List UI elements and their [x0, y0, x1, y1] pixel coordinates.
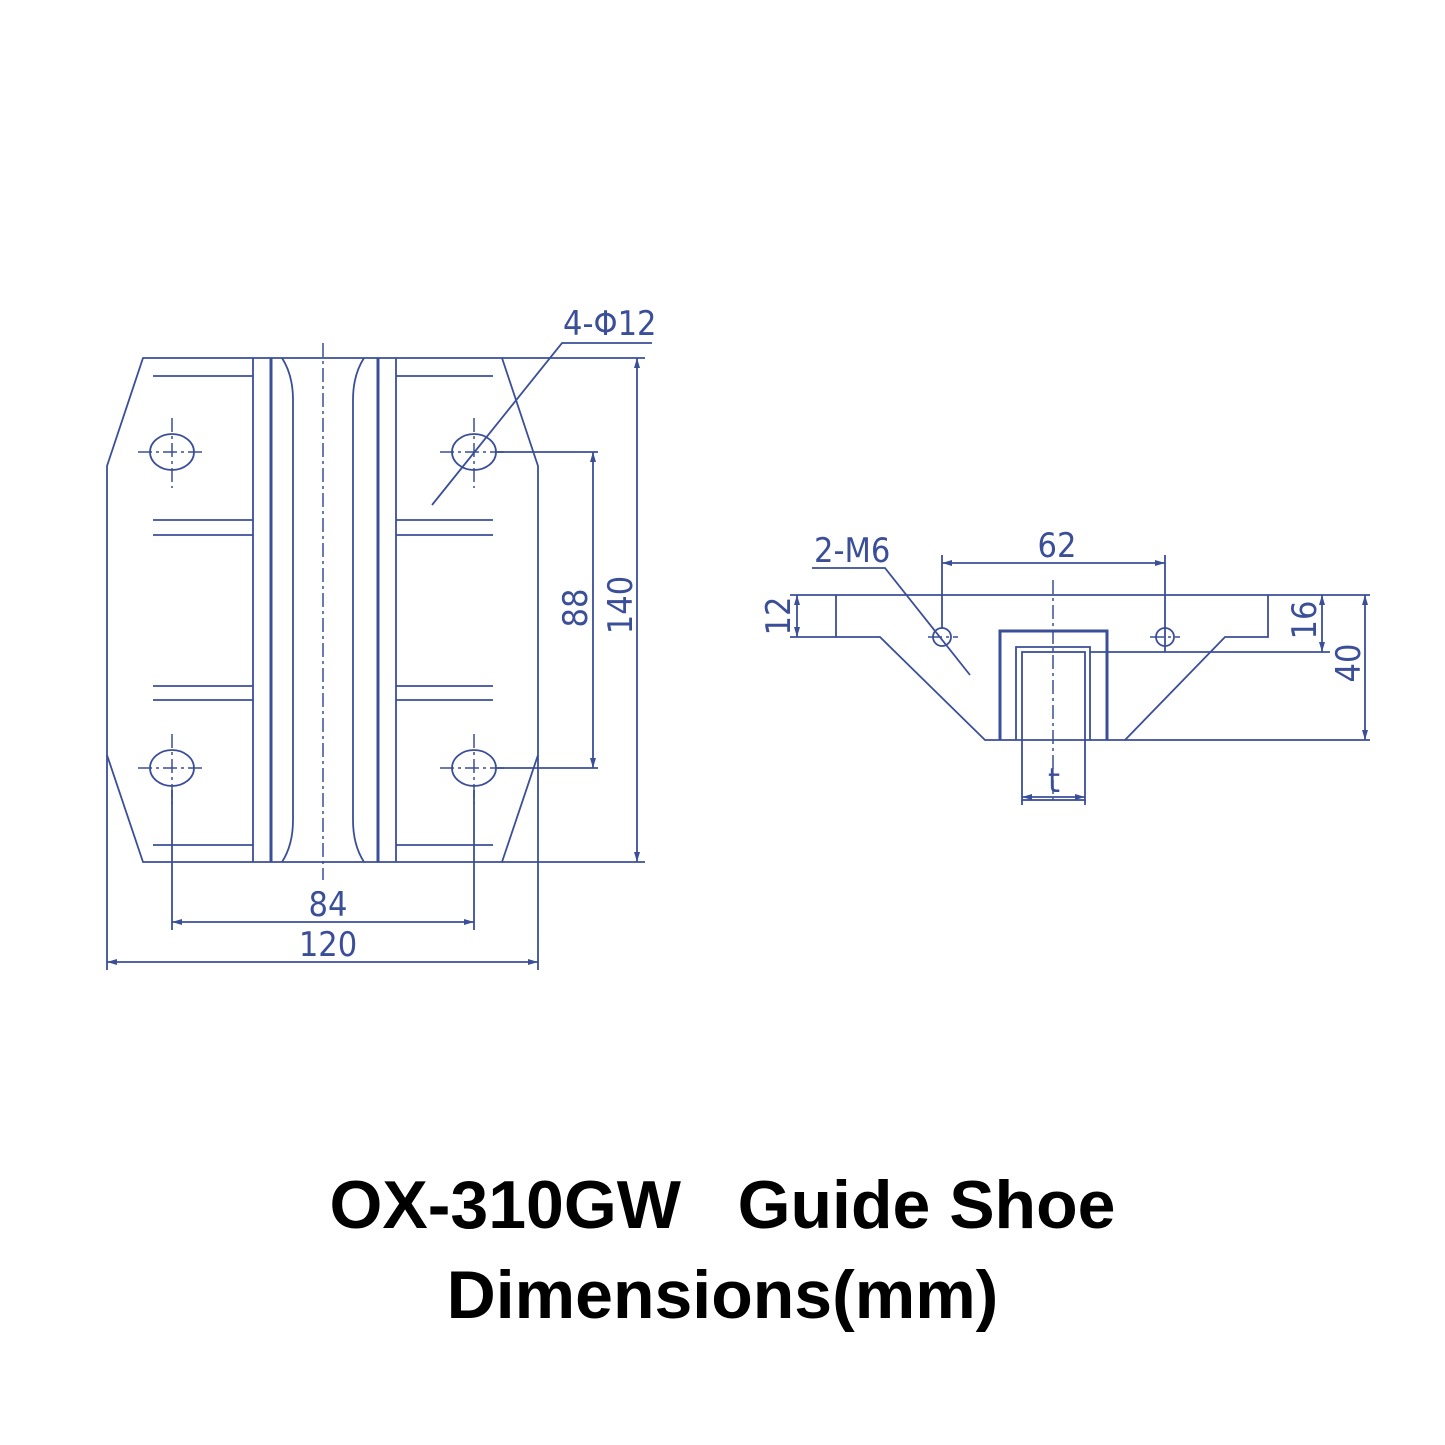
side-view: 2-M6 62 12 16 40 t — [759, 526, 1370, 805]
dim-84-label: 84 — [309, 885, 348, 925]
hole-callout-label: 4-Φ12 — [563, 304, 656, 344]
dim-62-label: 62 — [1038, 526, 1077, 566]
dim-40-label: 40 — [1329, 644, 1369, 683]
dim-12-label: 12 — [759, 597, 799, 636]
dim-88-label: 88 — [556, 589, 596, 628]
thread-hole-icon — [928, 627, 958, 647]
thread-callout-label: 2-M6 — [814, 531, 890, 571]
side-outline-left — [835, 595, 1370, 741]
center-guide-strip — [252, 343, 397, 880]
dim-120-label: 120 — [299, 925, 357, 965]
dim-140-label: 140 — [601, 576, 641, 634]
side-outline-right — [1124, 595, 1269, 741]
title-line-1: OX-310GW Guide Shoe — [329, 1167, 1116, 1243]
front-view: 4-Φ12 88 140 84 120 — [106, 304, 656, 970]
dim-16-label: 16 — [1285, 601, 1325, 640]
dim-t-label: t — [1048, 761, 1060, 801]
hole-icon — [138, 418, 206, 488]
title-line-2: Dimensions(mm) — [446, 1257, 999, 1333]
pad-lines — [153, 375, 493, 846]
